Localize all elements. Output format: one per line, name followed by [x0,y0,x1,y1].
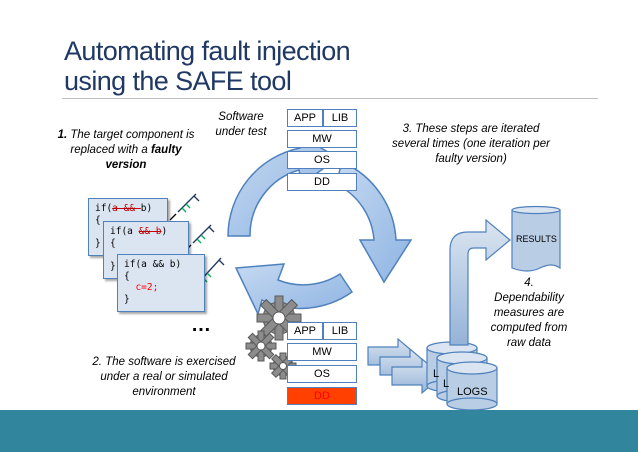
stack-layer-app: APP [287,322,323,340]
stack-layer-dd-faulty: DD [287,387,357,405]
title-line-1: Automating fault injection [64,36,351,66]
title-line-2: using the SAFE tool [64,66,292,96]
gear-medium [245,330,277,362]
stack-layer-mw: MW [287,343,357,361]
software-stack-bottom: APP LIB MW OS DD [287,322,357,406]
cycle-arrow-bottom [234,263,354,317]
stack-layer-mw: MW [287,130,357,148]
step1-text: The target component is replaced with a [70,129,195,156]
stack-layer-os: OS [287,151,357,169]
step1-caption: 1. The target component is replaced with… [56,128,196,173]
logs-back-label: L [433,368,440,380]
slide-title: Automating fault injection using the SAF… [64,36,351,96]
step3-caption: 3. These steps are iterated several time… [392,123,550,165]
gear-icon [245,295,302,380]
syringe-1 [169,193,200,221]
code-text: { [110,237,116,249]
code-text: } [95,237,101,249]
syringe-2 [184,224,215,252]
results-scroll-icon [511,205,561,272]
step2-caption: 2. The software is exercised under a rea… [92,356,236,398]
log-cylinder-front [446,361,498,411]
stack-layer-lib: LIB [323,322,357,340]
code-text: } [110,260,116,272]
software-stack-top: APP LIB MW OS DD [287,109,357,193]
code-removed: && b [138,226,162,237]
cycle-arrow-right [335,160,413,284]
code-text: if(a [110,226,139,237]
code-text: b) [140,203,153,214]
stack-layer-lib: LIB [323,109,357,127]
code-ellipsis: … [191,314,211,336]
code-added: c=2; [135,282,159,293]
code-text: ) [161,226,168,237]
footer-bar [0,410,638,452]
code-text: } [124,293,130,305]
code-text: { [124,270,130,282]
code-text: if(a && b) [124,259,182,270]
logs-label: LOGS [457,386,488,398]
code-removed: a && [112,203,141,214]
step1-number: 1. [57,129,68,141]
step1-bold: faulty version [105,144,182,171]
results-label: RESULTS [516,234,557,244]
code-card-3: if(a && b) { c=2; } [117,254,205,312]
code-text: { [95,214,101,226]
logs-middle-label: L [443,378,450,390]
stack-layer-dd: DD [287,173,357,191]
stack-layer-os: OS [287,365,357,383]
stack-layer-app: APP [287,109,323,127]
title-divider [62,98,598,99]
log-cylinders [426,341,498,411]
software-under-test-label: Software under test [215,111,267,138]
code-text: if( [95,203,113,214]
step4-caption: 4. Dependability measures are computed f… [490,277,568,349]
arrow-to-results [449,218,511,346]
